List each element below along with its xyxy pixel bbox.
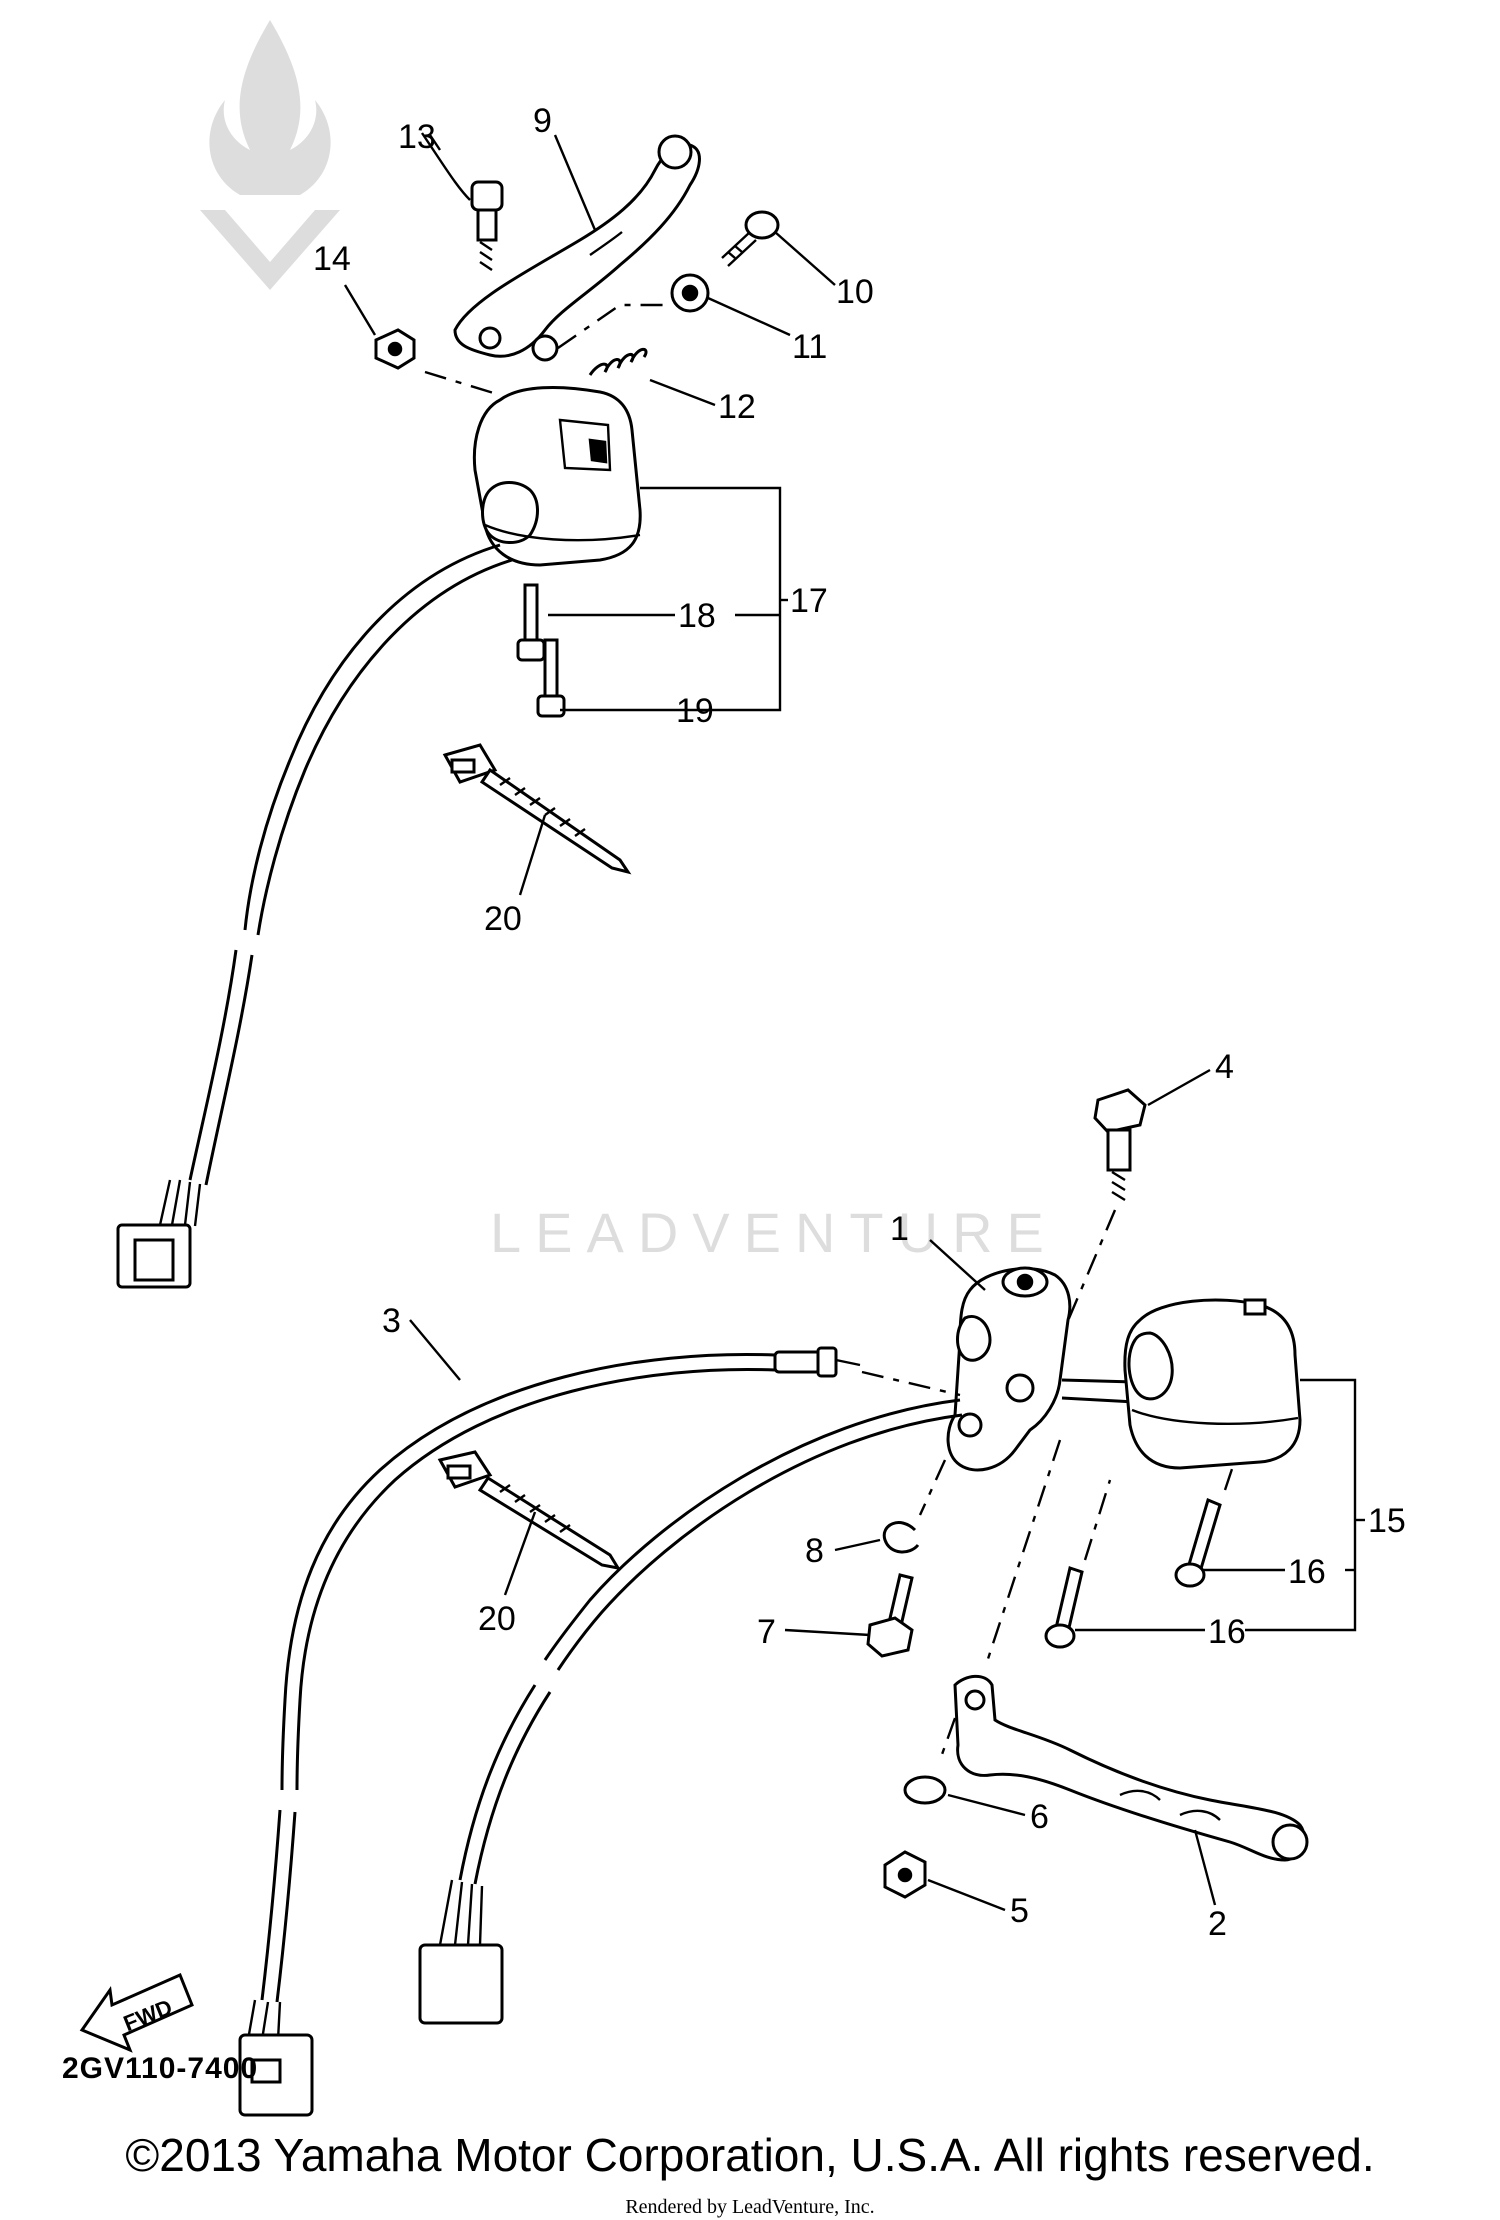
bracket-15 [1245, 1378, 1357, 1632]
screw-18 [516, 583, 546, 662]
leader-13 [421, 132, 471, 201]
screw-16-a [1174, 1497, 1222, 1588]
screw-16-b [1044, 1566, 1084, 1649]
lower-connector-right [418, 1879, 504, 2025]
leader-12 [649, 378, 716, 407]
lever-bracket-1 [946, 1266, 1072, 1472]
handlebar [1061, 1378, 1136, 1404]
callout-20-lower: 20 [478, 1600, 516, 1638]
assembly-line [938, 1717, 957, 1761]
lower-switch-cable [543, 1398, 961, 1661]
upper-cable [204, 954, 254, 1186]
callout-1: 1 [890, 1210, 909, 1248]
lower-switch-housing-15 [1123, 1298, 1302, 1470]
callout-15: 15 [1368, 1502, 1406, 1540]
cable-tie-20-lower [437, 1450, 622, 1571]
upper-lever-9 [453, 134, 701, 362]
leader-5 [927, 1878, 1006, 1912]
callout-14: 14 [313, 240, 351, 278]
lower-lever-2 [953, 1674, 1309, 1862]
diagram-code: 2GV110-7400 [62, 2052, 259, 2085]
callout-19: 19 [676, 692, 714, 730]
nut-14 [374, 328, 416, 370]
assembly-line [861, 1370, 961, 1397]
leader-2 [1193, 1829, 1217, 1906]
leader-10 [774, 231, 836, 286]
lower-switch-cable [556, 1413, 963, 1671]
assembly-line [557, 303, 668, 349]
collar-11 [670, 273, 710, 313]
copyright-notice: ©2013 Yamaha Motor Corporation, U.S.A. A… [125, 2129, 1375, 2181]
leader-8 [834, 1538, 881, 1552]
lower-connector-left [238, 1999, 314, 2117]
callout-4: 4 [1215, 1048, 1234, 1086]
leader-7 [784, 1628, 871, 1637]
callout-13: 13 [398, 118, 436, 156]
rendered-by-text: Rendered by LeadVenture, Inc. [625, 2196, 875, 2218]
leader-4 [1147, 1068, 1211, 1107]
cable-3 [280, 1353, 776, 1791]
callout-12: 12 [718, 388, 756, 426]
cable-3 [275, 1811, 297, 2003]
watermark-text: LEADVENTURE [490, 1201, 1058, 1264]
callout-18: 18 [678, 597, 716, 635]
assembly-line [424, 370, 501, 397]
callout-10: 10 [836, 273, 874, 311]
callout-8: 8 [805, 1532, 824, 1570]
callout-2: 2 [1208, 1905, 1227, 1943]
upper-switch-housing-17 [472, 386, 642, 567]
leader-20 [503, 1511, 537, 1596]
lower-switch-cable [473, 1691, 552, 1885]
leader-20 [518, 814, 547, 896]
callout-5: 5 [1010, 1892, 1029, 1930]
assembly-line [1083, 1479, 1112, 1561]
circlip-8 [882, 1521, 920, 1554]
callout-3: 3 [382, 1302, 401, 1340]
bolt-4 [1093, 1088, 1147, 1202]
assembly-line [1223, 1459, 1237, 1491]
callout-9: 9 [533, 102, 552, 140]
cable-3 [295, 1368, 776, 1791]
callout-16-b: 16 [1208, 1613, 1246, 1651]
bolt-13 [470, 180, 504, 271]
callout-11: 11 [792, 328, 827, 366]
leader-14 [343, 284, 377, 336]
washer-6 [903, 1775, 947, 1805]
cable-3-end-fitting [773, 1346, 861, 1378]
lower-switch-cable [458, 1684, 537, 1881]
callout-17: 17 [790, 582, 828, 620]
spring-12 [588, 347, 648, 376]
leader-6 [947, 1793, 1026, 1817]
callout-16-a: 16 [1288, 1553, 1326, 1591]
upper-cable [188, 949, 238, 1181]
upper-cable [243, 543, 501, 931]
callout-20-upper: 20 [484, 900, 522, 938]
leadventure-logo-watermark [200, 20, 340, 290]
leader-11 [707, 296, 791, 337]
assembly-line [983, 1439, 1062, 1669]
leader-1 [929, 1239, 986, 1291]
fwd-arrow: FWD [79, 1973, 194, 2053]
cable-tie-20-upper [442, 743, 632, 875]
upper-cable [256, 558, 513, 936]
upper-connector [116, 1179, 202, 1289]
callout-6: 6 [1030, 1798, 1049, 1836]
screw-10 [721, 210, 780, 267]
screw-19 [536, 638, 566, 718]
leader-13 [429, 134, 441, 151]
leader-9 [553, 134, 597, 231]
cable-3 [260, 1809, 282, 2001]
assembly-line [918, 1459, 947, 1516]
callout-7: 7 [757, 1613, 776, 1651]
nut-5 [883, 1850, 927, 1899]
bolt-7 [866, 1573, 914, 1658]
leader-3 [409, 1319, 461, 1381]
